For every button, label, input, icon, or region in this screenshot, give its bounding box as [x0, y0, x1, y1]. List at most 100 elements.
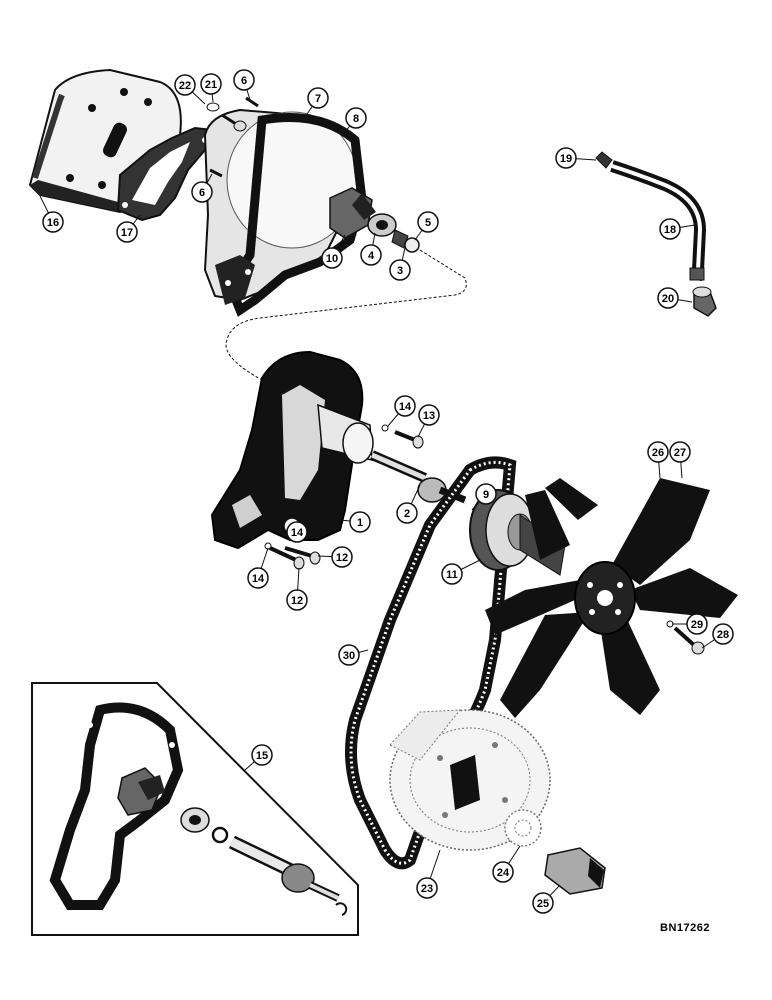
- cover-bolt: [206, 102, 247, 132]
- inset-seal: [180, 807, 210, 833]
- callout-number: 11: [446, 569, 458, 581]
- callout-17: 17: [116, 214, 141, 243]
- callout-number: 24: [497, 867, 510, 879]
- callout-bubble: [360, 244, 382, 266]
- callout-number: 14: [291, 527, 304, 539]
- callout-number: 2: [404, 508, 410, 520]
- callout-number: 6: [199, 187, 205, 199]
- callout-1: 1: [339, 511, 371, 533]
- callout-number: 27: [674, 447, 686, 459]
- callout-7: 7: [304, 87, 329, 118]
- inset-shaft-bearing: [228, 835, 340, 902]
- callout-bubble: [712, 623, 734, 645]
- callout-29: 29: [672, 613, 708, 635]
- callout-number: 28: [717, 629, 729, 641]
- callout-12: 12: [317, 546, 353, 568]
- crankshaft-pulley: [389, 709, 551, 851]
- callout-bubble: [247, 567, 269, 589]
- callout-20: 20: [657, 287, 693, 309]
- callout-number: 18: [664, 224, 676, 236]
- callout-8: 8: [344, 107, 367, 133]
- callout-bubble: [659, 218, 681, 240]
- callout-25: 25: [532, 884, 561, 914]
- callout-14: 14: [387, 395, 416, 427]
- callout-19: 19: [555, 147, 597, 169]
- callout-number: 15: [256, 750, 268, 762]
- callout-5: 5: [414, 211, 439, 241]
- callout-30: 30: [338, 644, 369, 666]
- callout-bubble: [286, 521, 308, 543]
- callout-26: 26: [647, 441, 669, 479]
- callout-12: 12: [286, 567, 308, 611]
- callout-bubble: [417, 211, 439, 233]
- callout-9: 9: [471, 483, 497, 511]
- callout-number: 5: [425, 217, 431, 229]
- callout-number: 4: [368, 250, 375, 262]
- callout-number: 19: [560, 153, 572, 165]
- callout-number: 20: [662, 293, 674, 305]
- callout-number: 3: [397, 265, 403, 277]
- callout-11: 11: [441, 559, 481, 585]
- callout-bubble: [174, 74, 196, 96]
- callout-22: 22: [174, 74, 206, 105]
- callout-bubble: [475, 483, 497, 505]
- callout-number: 10: [326, 253, 338, 265]
- drive-belt: [345, 456, 517, 870]
- callout-number: 16: [47, 217, 59, 229]
- callout-bubble: [307, 87, 329, 109]
- callout-number: 6: [241, 75, 247, 87]
- callout-bubble: [331, 546, 353, 568]
- inset-snap-ring: [211, 826, 348, 916]
- callout-bubble: [492, 861, 514, 883]
- callout-18: 18: [659, 218, 696, 240]
- callout-number: 7: [315, 93, 321, 105]
- callout-27: 27: [669, 441, 691, 479]
- elbow-fitting: [692, 286, 717, 317]
- callout-bubble: [394, 395, 416, 417]
- inset-gasket: [49, 702, 184, 910]
- pump-gasket: [215, 113, 367, 317]
- callout-21: 21: [200, 73, 222, 103]
- callout-16: 16: [39, 195, 64, 233]
- impeller-assembly: [329, 187, 420, 253]
- callout-number: 30: [343, 650, 355, 662]
- drawing-reference-code: BN17262: [660, 922, 710, 934]
- callout-4: 4: [360, 232, 382, 266]
- callout-bubble: [233, 69, 255, 91]
- callout-bubble: [286, 589, 308, 611]
- callout-number: 14: [252, 573, 265, 585]
- callout-2: 2: [396, 484, 421, 524]
- callout-14: 14: [247, 547, 269, 589]
- callout-bubble: [389, 259, 411, 281]
- callout-number: 26: [652, 447, 664, 459]
- pump-shaft: [370, 450, 467, 504]
- callout-13: 13: [417, 404, 440, 438]
- callout-bubble: [686, 613, 708, 635]
- hose-assembly: [595, 151, 707, 282]
- callout-bubble: [657, 287, 679, 309]
- callout-bubble: [669, 441, 691, 463]
- callout-23: 23: [416, 849, 441, 899]
- callout-number: 17: [121, 227, 133, 239]
- callout-bubble: [418, 404, 440, 426]
- callout-6: 6: [191, 173, 213, 203]
- callout-number: 21: [205, 79, 217, 91]
- callout-10: 10: [321, 234, 346, 269]
- callout-bubble: [116, 221, 138, 243]
- callout-bubble: [416, 877, 438, 899]
- callout-bubble: [345, 107, 367, 129]
- callout-number: 22: [179, 80, 191, 92]
- callout-number: 14: [399, 401, 412, 413]
- callout-6: 6: [233, 69, 255, 101]
- water-pump-housing: [210, 350, 374, 550]
- callout-28: 28: [701, 623, 734, 649]
- callout-number: 29: [691, 619, 703, 631]
- small-screw: [209, 96, 259, 178]
- callout-bubble: [338, 644, 360, 666]
- callout-bubble: [555, 147, 577, 169]
- assembly-connector-line: [225, 249, 467, 381]
- callout-bubble: [200, 73, 222, 95]
- cooling-fan: [485, 478, 738, 718]
